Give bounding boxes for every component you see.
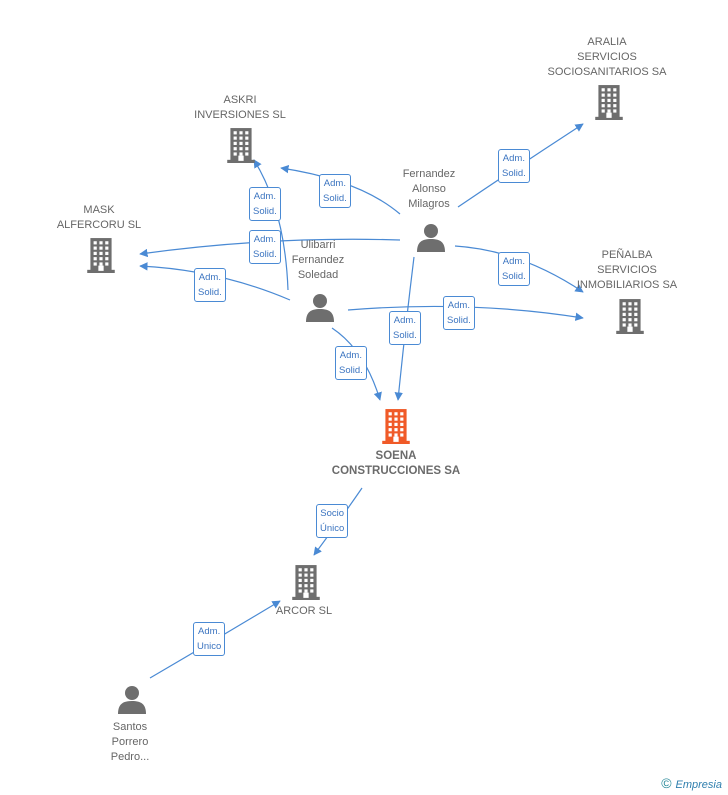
node-label-arcor[interactable]: ARCOR SL [275, 605, 333, 617]
node-label-fernandez[interactable]: Fernandez Alonso Milagros [402, 168, 456, 210]
edge-label[interactable]: Adm. Solid. [389, 311, 421, 345]
node-label-penalba[interactable]: PEÑALBA SERVICIOS INMOBILIARIOS SA [576, 249, 678, 291]
person-icon[interactable] [416, 222, 446, 257]
node-label-ulibarri[interactable]: Ulibarri Fernandez Soledad [291, 239, 345, 281]
edge-label[interactable]: Adm. Solid. [249, 187, 281, 221]
company-building-icon[interactable] [292, 564, 320, 605]
copyright-symbol: © [661, 775, 672, 791]
brand-name: Empresia [675, 779, 722, 791]
edge-label[interactable]: Adm. Solid. [319, 174, 351, 208]
company-building-icon[interactable] [595, 84, 623, 125]
company-building-icon[interactable] [87, 237, 115, 278]
edge-label[interactable]: Adm. Solid. [443, 296, 475, 330]
edge-label[interactable]: Socio Único [316, 504, 349, 538]
edge-label[interactable]: Adm. Solid. [498, 149, 530, 183]
node-label-aralia[interactable]: ARALIA SERVICIOS SOCIOSANITARIOS SA [547, 36, 667, 78]
node-label-soena[interactable]: SOENA CONSTRUCCIONES SA [331, 450, 461, 477]
edge-label[interactable]: Adm. Solid. [249, 230, 281, 264]
company-building-icon[interactable] [616, 298, 644, 339]
company-building-icon[interactable] [227, 127, 255, 168]
main-company-building-icon[interactable] [382, 408, 410, 449]
edge-label[interactable]: Adm. Solid. [335, 346, 367, 380]
node-label-askri[interactable]: ASKRI INVERSIONES SL [194, 94, 286, 121]
edge-label[interactable]: Adm. Solid. [498, 252, 530, 286]
node-label-mask[interactable]: MASK ALFERCORU SL [56, 204, 142, 231]
node-label-santos[interactable]: Santos Porrero Pedro... [110, 721, 150, 763]
footer-brand: ©Empresia [661, 775, 722, 791]
person-icon[interactable] [117, 684, 147, 719]
edge-label[interactable]: Adm. Unico [193, 622, 226, 656]
edge-label[interactable]: Adm. Solid. [194, 268, 226, 302]
person-icon[interactable] [305, 292, 335, 327]
